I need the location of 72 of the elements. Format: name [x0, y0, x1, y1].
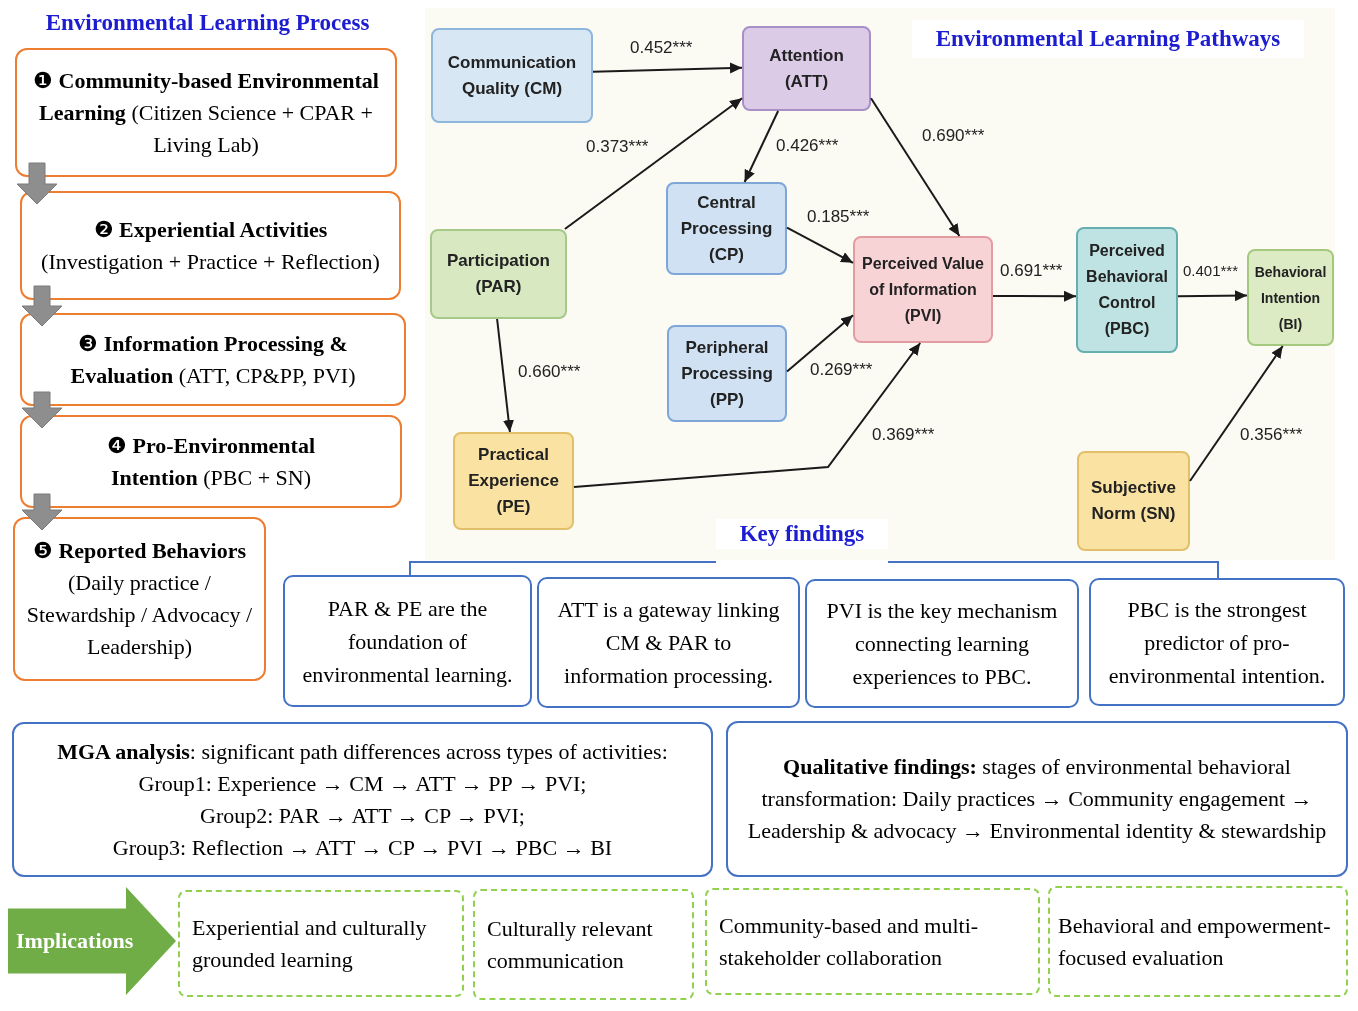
construct-box: [853, 236, 993, 343]
construct-label: Practical Experience (PE): [467, 444, 560, 518]
construct-box: [1077, 451, 1190, 551]
arrow: [496, 318, 515, 433]
step-box: [15, 48, 397, 177]
arrow: [786, 314, 854, 373]
construct-box: [430, 229, 567, 319]
arrow: [1189, 345, 1284, 482]
implication-text: Culturally relevant communication: [487, 914, 654, 975]
implication-box: [178, 890, 464, 997]
arrow: [992, 290, 1077, 302]
step-box: [20, 415, 402, 508]
construct-box: [431, 28, 593, 123]
implication-box: [473, 889, 694, 1000]
step-text: ❶ Community-based Environmental Learning (Citizen Science + CPAR + Living Lab): [32, 66, 380, 159]
arrow: [563, 97, 743, 230]
block-arrow: [21, 391, 63, 429]
section-heading: Key findings: [716, 519, 888, 549]
summary-text: Group2: PAR → ATT → CP → PVI;: [200, 801, 525, 830]
construct-box: [666, 182, 787, 275]
construct-label: Behavioral Intention (BI): [1253, 262, 1328, 334]
finding-box: [283, 575, 532, 707]
finding-text: PBC is the strongest predictor of pro-environmental intention.: [1107, 595, 1327, 690]
summary-text: MGA analysis: significant path differences across types of activities: Group1: Experience → CM → ATT → PP → PVI;: [56, 737, 669, 798]
arrow: [870, 97, 961, 237]
construct-label: Perceived Value of Information (PVI): [861, 253, 985, 326]
step-box: [20, 191, 401, 300]
banner-label: Implications: [15, 927, 134, 955]
construct-label: Subjective Norm (SN): [1089, 477, 1177, 525]
section-heading: Environmental Learning Process: [44, 9, 371, 37]
construct-label: Communication Quality (CM): [446, 51, 578, 100]
construct-label: Participation (PAR): [446, 250, 551, 298]
block-arrow: [21, 285, 63, 327]
implication-box: [705, 888, 1040, 995]
finding-box: [537, 577, 800, 708]
step-box: [13, 517, 266, 681]
construct-box: [1076, 227, 1178, 353]
arrow: [1177, 290, 1248, 302]
step-box: [20, 313, 406, 406]
construct-box: [453, 432, 574, 530]
implication-text: Experiential and culturally grounded learning: [192, 913, 428, 974]
finding-text: PVI is the key mechanism connecting learning experiences to PBC.: [825, 597, 1059, 691]
arrow-banner: [8, 887, 176, 995]
arrow: [786, 226, 854, 264]
finding-box: [1089, 578, 1345, 706]
block-arrow: [16, 162, 58, 205]
construct-label: Attention (ATT): [768, 44, 845, 93]
summary-text: Qualitative findings: stages of environmental behavioral transformation: Daily practices → Community engagement → Leadership & advocacy → Environmental identity & stewardship: [746, 753, 1328, 845]
finding-box: [805, 579, 1079, 708]
arrow: [743, 110, 780, 183]
summary-text: Group3: Reflection → ATT → CP → PVI → PBC → BI: [112, 833, 613, 862]
summary-box: [12, 722, 713, 877]
implication-text: Behavioral and empowerment-focused evaluation: [1058, 911, 1332, 972]
summary-box: [726, 721, 1348, 877]
construct-box: [1247, 249, 1334, 346]
implication-box: [1048, 886, 1348, 997]
implication-text: Community-based and multi-stakeholder collaboration: [719, 911, 980, 972]
section-heading: Environmental Learning Pathways: [912, 20, 1304, 58]
block-arrow: [21, 493, 63, 531]
step-text: ❹ Pro-Environmental Intention (PBC + SN): [106, 431, 316, 492]
construct-label: Central Processing (CP): [679, 191, 774, 266]
construct-label: Perceived Behavioral Control (PBC): [1085, 241, 1169, 339]
arrow: [592, 62, 743, 74]
construct-box: [742, 26, 871, 111]
finding-text: ATT is a gateway linking CM & PAR to information processing.: [556, 596, 781, 690]
step-text: ❸ Information Processing & Evaluation (ATT, CP&PP, PVI): [69, 329, 357, 390]
construct-label: Peripheral Processing (PP): [680, 336, 774, 411]
arrow: [573, 342, 922, 488]
step-text: ❺ Reported Behaviors (Daily practice / Stewardship / Advocacy / Leadership): [25, 537, 254, 661]
finding-text: PAR & PE are the foundation of environmental learning.: [301, 594, 514, 689]
construct-box: [667, 325, 787, 422]
step-text: ❷ Experiential Activities (Investigation + Practice + Reflection): [40, 215, 381, 276]
